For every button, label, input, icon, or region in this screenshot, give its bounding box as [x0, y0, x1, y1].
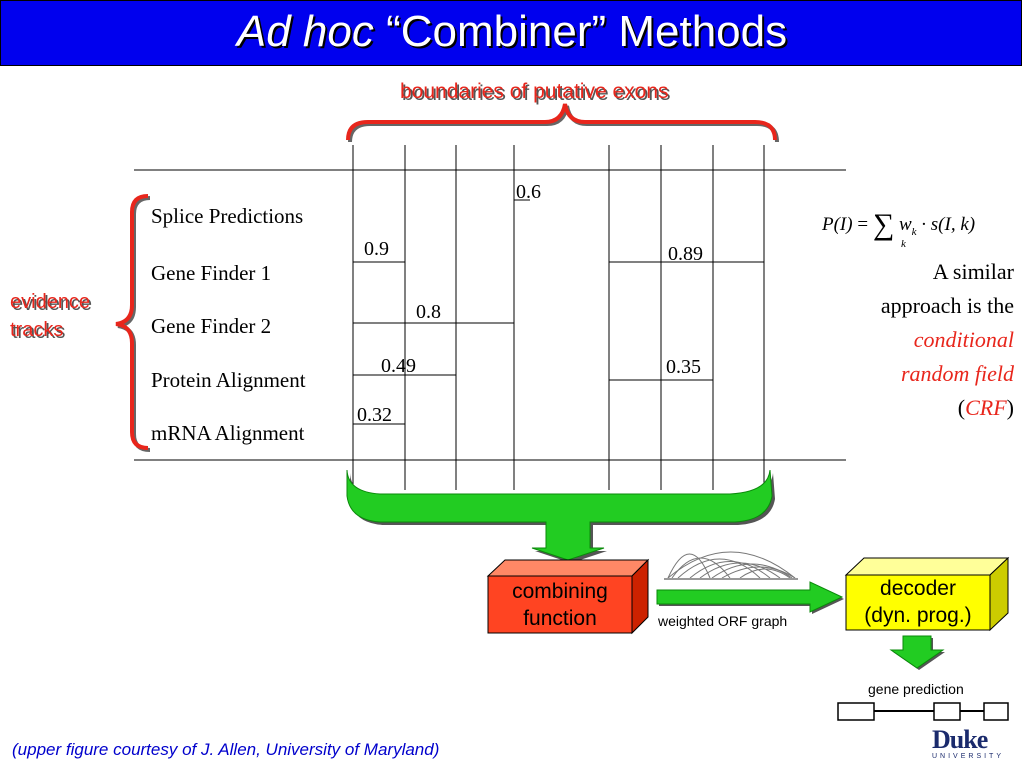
title-rest: “Combiner” Methods — [386, 7, 788, 56]
track-mrna-alignment: mRNA Alignment — [151, 421, 305, 445]
track-gene-finder-2: Gene Finder 2 — [151, 314, 272, 338]
combining-line-2: function — [523, 607, 597, 630]
top-brace — [346, 103, 777, 141]
evidence-tracks-label: evidence tracks — [10, 288, 90, 344]
slide-title: Ad hoc “Combiner” Methods — [0, 4, 1024, 60]
crf-open-paren: ( — [957, 395, 966, 420]
formula-sigma: ∑ — [872, 208, 895, 241]
gene-exon-2 — [933, 702, 961, 721]
left-brace — [115, 194, 149, 450]
title-italic: Ad hoc — [236, 7, 374, 56]
track-splice-predictions: Splice Predictions — [151, 204, 304, 228]
orf-graph-caption: weighted ORF graph — [658, 613, 788, 629]
exon-boundary-lines — [352, 145, 765, 490]
crf-close-paren: ) — [1006, 395, 1014, 420]
decoder-down-arrow — [889, 635, 945, 669]
combining-function-label: combining function — [488, 578, 632, 632]
gene-exon-1 — [837, 702, 875, 721]
crf-note-line-3: conditional — [913, 327, 1014, 352]
score-gf1-a: 0.9 — [364, 238, 389, 260]
score-gf2: 0.8 — [416, 301, 441, 323]
score-splice: 0.6 — [516, 181, 541, 203]
orf-graph-arcs — [667, 551, 796, 579]
gene-exon-3 — [983, 702, 1009, 721]
score-segments — [353, 199, 764, 425]
crf-note-line-4: random field — [900, 361, 1014, 386]
exon-boundaries-label: boundaries of putative exons — [400, 80, 669, 103]
formula-lhs: P(I) — [822, 214, 853, 235]
gene-prediction-caption: gene prediction — [868, 681, 964, 697]
crf-acronym: CRF — [965, 395, 1007, 420]
figure-credit: (upper figure courtesy of J. Allen, Univ… — [12, 740, 440, 759]
duke-logo-sub: UNIVERSITY — [932, 753, 1005, 760]
track-gene-finder-1: Gene Finder 1 — [151, 261, 272, 285]
crf-note: A similar approach is the conditional ra… — [814, 255, 1014, 425]
crf-note-line-5: (CRF) — [814, 391, 1014, 425]
formula-rest: · s(I, k) — [921, 214, 976, 235]
track-protein-alignment: Protein Alignment — [151, 368, 306, 392]
evidence-line-1: evidence — [10, 291, 91, 313]
decoder-line-2: (dyn. prog.) — [864, 604, 972, 627]
decoder-line-1: decoder — [880, 577, 956, 600]
merge-arrow — [346, 469, 773, 561]
duke-logo: Duke UNIVERSITY — [932, 725, 1005, 761]
title-bar — [0, 0, 1022, 66]
combining-line-1: combining — [512, 580, 608, 603]
score-mrna: 0.32 — [357, 404, 392, 426]
decoder-label: decoder (dyn. prog.) — [846, 575, 990, 629]
formula-eq: = — [857, 214, 869, 235]
duke-logo-name: Duke — [932, 725, 988, 754]
combining-box-front — [487, 575, 633, 634]
score-gf1-b: 0.89 — [668, 243, 703, 265]
evidence-line-2: tracks — [10, 319, 64, 341]
crf-formula: P(I) = ∑ wk · s(I, k) — [822, 204, 976, 241]
decoder-box-top — [844, 557, 1010, 576]
formula-w: w — [898, 214, 912, 235]
graph-arrow — [656, 581, 844, 613]
decoder-box-front — [845, 574, 991, 631]
formula-w-sub: k — [911, 225, 917, 238]
crf-note-line-1: A similar — [932, 259, 1014, 284]
score-protein-a: 0.49 — [381, 355, 416, 377]
formula-sum-index: k — [901, 238, 906, 250]
score-protein-b: 0.35 — [666, 356, 701, 378]
crf-note-line-2: approach is the — [880, 293, 1014, 318]
combining-box-top — [486, 559, 650, 577]
